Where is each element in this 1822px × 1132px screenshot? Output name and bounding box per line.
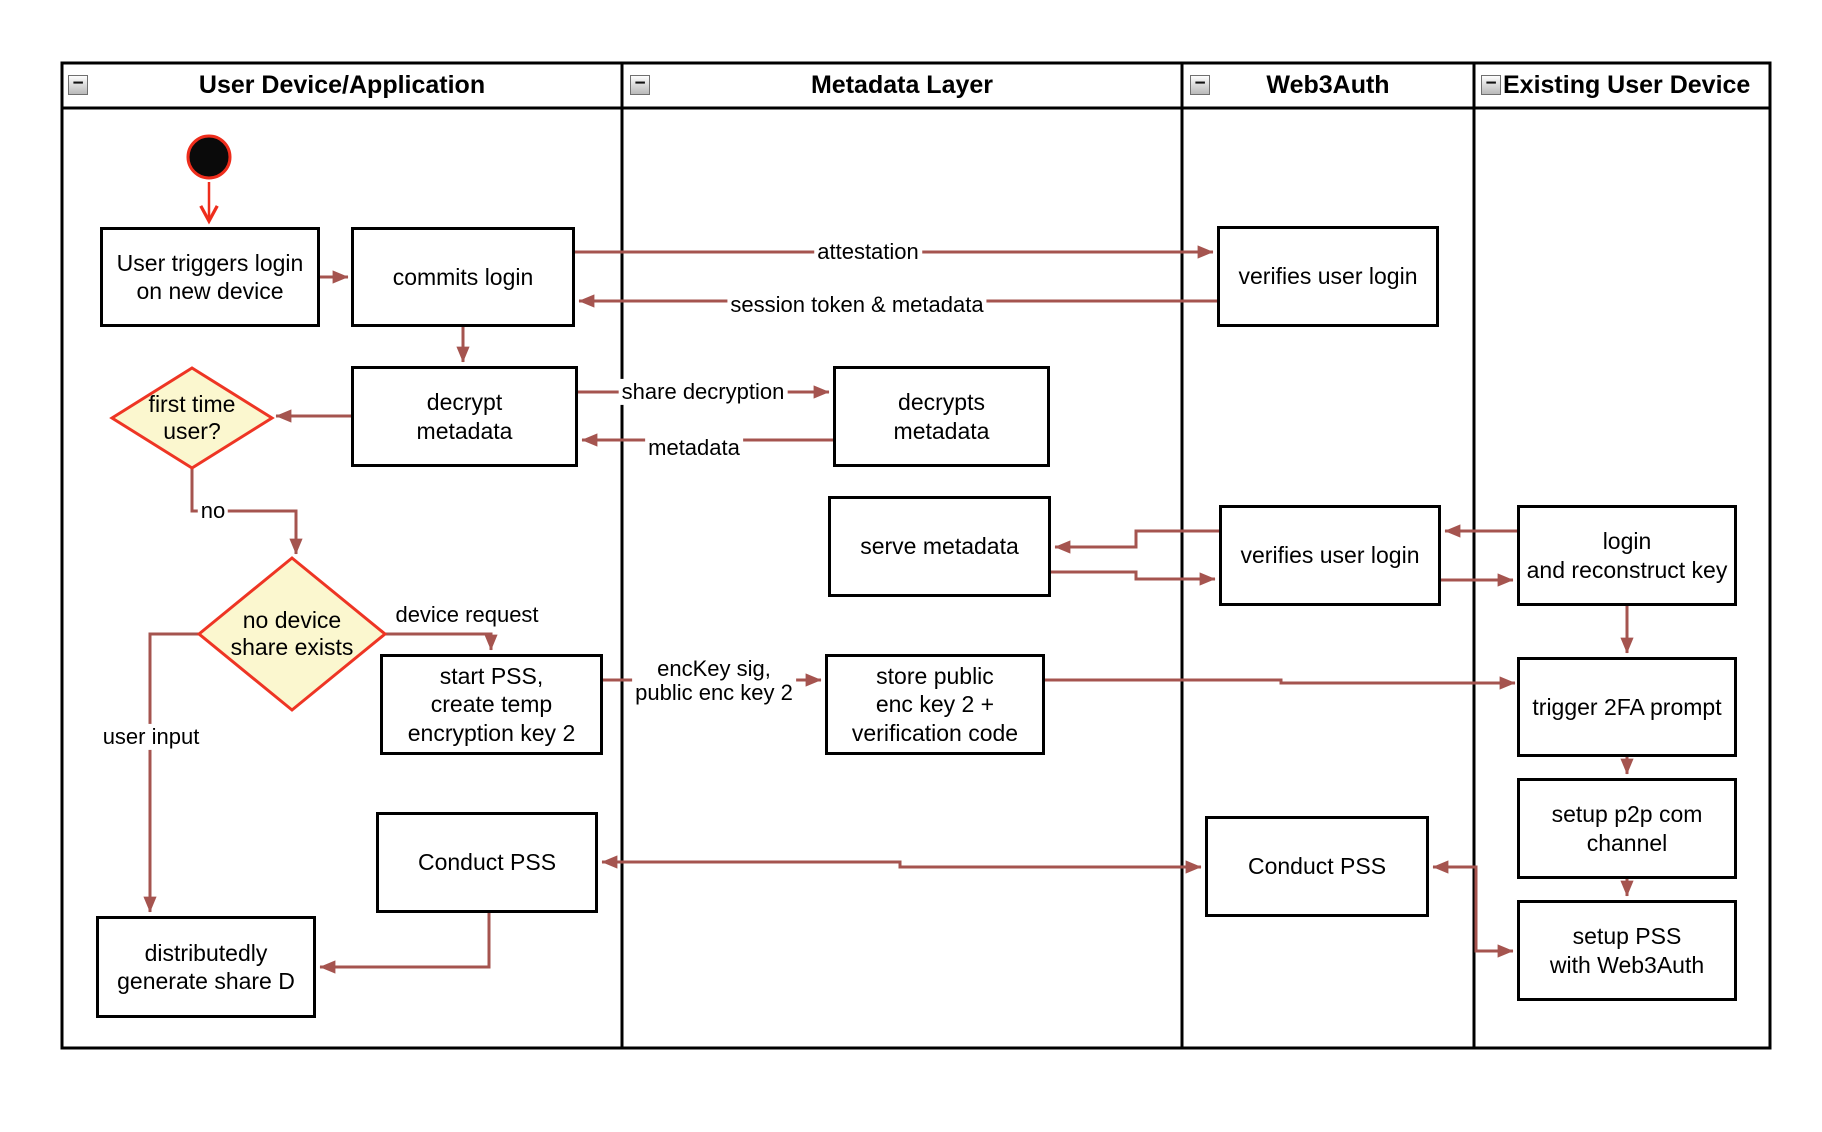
node-start-pss[interactable]: start PSS, create temp encryption key 2 [380,654,603,755]
decision-first-time-user[interactable] [109,366,275,470]
pool-border [60,61,1772,1050]
collapse-icon[interactable]: − [1190,74,1210,95]
edge-verifies-to-serve [1054,529,1219,554]
decision-no-device-share[interactable] [196,556,388,712]
decision-label-no-device-share: no device share exists [230,606,354,660]
node-decrypts-metadata[interactable]: decrypts metadata [833,366,1050,467]
node-conduct-pss-web3auth[interactable]: Conduct PSS [1205,816,1429,917]
lane-header-user-device: User Device/Application [198,71,486,99]
edge-label-enckey-sig: encKey sig, public enc key 2 [632,655,796,707]
edge-label-attestation: attestation [814,238,922,266]
collapse-icon[interactable]: − [630,74,650,95]
collapse-icon[interactable]: − [1481,74,1501,95]
decision-label-first-time: first time user? [148,390,236,444]
node-user-triggers-login[interactable]: User triggers login on new device [100,227,320,327]
edge-store-to-trigger2fa [1045,676,1516,690]
edge-label-session-token: session token & metadata [727,291,987,319]
node-verifies-user-login-2[interactable]: verifies user login [1219,505,1441,606]
node-setup-p2p[interactable]: setup p2p com channel [1517,778,1737,879]
edge-label-no: no [197,497,229,525]
node-conduct-pss-user[interactable]: Conduct PSS [376,812,598,913]
edge-label-metadata: metadata [645,434,743,462]
node-generate-share-d[interactable]: distributedly generate share D [96,916,316,1018]
lane-header-web3auth: Web3Auth [1266,71,1390,99]
lane-header-existing-device: Existing User Device [1503,71,1751,99]
edge-device-request [385,632,498,651]
edge-setuppss-conductpss-web3auth [1432,860,1514,958]
edge-conductpss-to-shared [319,913,491,974]
start-node[interactable] [186,134,232,180]
edge-serve-to-verifies [1051,570,1216,586]
collapse-icon[interactable]: − [68,74,88,95]
node-verifies-user-login-1[interactable]: verifies user login [1217,226,1439,327]
node-setup-pss-web3auth[interactable]: setup PSS with Web3Auth [1517,900,1737,1001]
node-store-public-enc-key[interactable]: store public enc key 2 + verification co… [825,654,1045,755]
edge-label-share-decryption: share decryption [618,378,788,406]
lane-header-metadata-layer: Metadata Layer [810,71,994,99]
node-serve-metadata[interactable]: serve metadata [828,496,1051,597]
edge-label-user-input: user input [99,723,203,751]
edge-no-branch [190,468,303,555]
node-decrypt-metadata[interactable]: decrypt metadata [351,366,578,467]
node-commits-login[interactable]: commits login [351,227,575,327]
edge-user-input [143,632,199,913]
node-trigger-2fa[interactable]: trigger 2FA prompt [1517,657,1737,757]
node-login-reconstruct-key[interactable]: login and reconstruct key [1517,505,1737,606]
edge-conductpss-user-web3auth [601,855,1202,874]
edge-label-device-request: device request [395,601,539,627]
